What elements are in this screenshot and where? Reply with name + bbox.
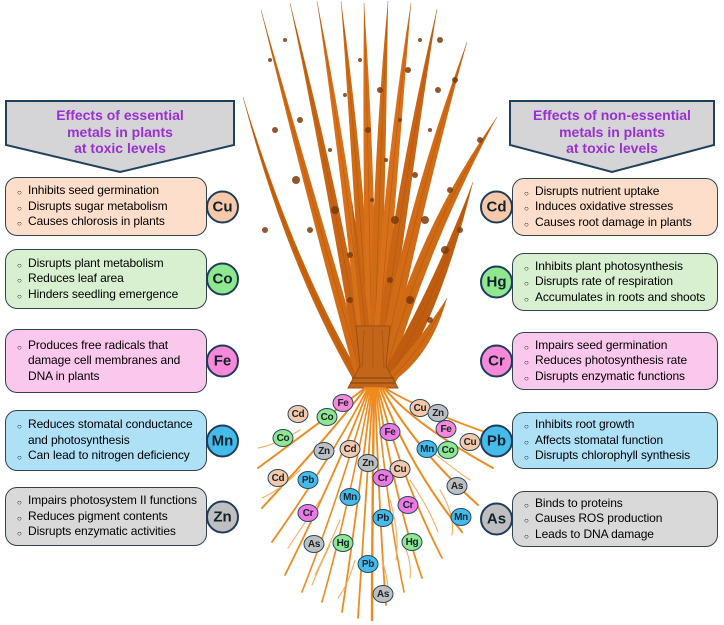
effect-item: Reduces leaf area (17, 271, 203, 288)
banner-shape (509, 100, 715, 174)
effect-item: Affects stomatal function (524, 433, 714, 450)
info-box-as: Binds to proteinsCauses ROS productionLe… (480, 491, 718, 547)
info-box-hg: Inhibits plant photosynthesisDisrupts ra… (480, 253, 718, 311)
root-badge-mn: Mn (416, 440, 438, 458)
metal-badge-pb: Pb (480, 424, 513, 457)
effect-item: Causes chlorosis in plants (17, 214, 203, 231)
root-badge-cr: Cr (397, 496, 419, 514)
effect-item: Induces oxidative stresses (524, 199, 714, 216)
root-badge-co: Co (316, 408, 338, 426)
root-badge-as: As (303, 535, 325, 553)
effect-item: Disrupts enzymatic activities (17, 524, 203, 541)
effects-list: Reduces stomatal conductance and photosy… (17, 417, 203, 465)
effects-list: Binds to proteinsCauses ROS productionLe… (524, 496, 714, 544)
root-badge-mn: Mn (450, 508, 472, 526)
root-badge-zn: Zn (357, 454, 379, 472)
effect-item: Accumulates in roots and shoots (524, 290, 714, 307)
effect-item: Impairs photosystem II functions (17, 493, 203, 510)
root-badge-cd: Cd (287, 405, 309, 423)
root-badge-cr: Cr (372, 469, 394, 487)
metal-badge-mn: Mn (206, 424, 239, 457)
effect-item: Leads to DNA damage (524, 527, 714, 544)
effect-item: Inhibits root growth (524, 417, 714, 434)
effect-item: Disrupts enzymatic functions (524, 369, 714, 386)
effect-item: Inhibits plant photosynthesis (524, 259, 714, 276)
root-badge-mn: Mn (339, 488, 361, 506)
info-box-fe: Produces free radicals that damage cell … (5, 329, 239, 393)
effects-list: Inhibits seed germinationDisrupts sugar … (17, 183, 203, 231)
root-badge-fe: Fe (379, 423, 401, 441)
metal-badge-cr: Cr (480, 344, 513, 378)
banner-line: metals in plants (67, 123, 173, 140)
effects-list: Impairs seed germinationReduces photosyn… (524, 338, 714, 386)
effect-item: Disrupts chlorophyll synthesis (524, 448, 714, 465)
metal-badge-co: Co (206, 262, 239, 296)
root-badge-cu: Cu (459, 433, 481, 451)
effects-list: Disrupts nutrient uptakeInduces oxidativ… (524, 184, 714, 232)
metal-badge-cd: Cd (480, 190, 513, 224)
root-badge-fe: Fe (435, 420, 457, 438)
effect-item: Disrupts rate of respiration (524, 274, 714, 291)
metal-badge-hg: Hg (480, 265, 513, 299)
root-badge-hg: Hg (401, 533, 423, 551)
metal-badge-cu: Cu (206, 190, 239, 223)
banner-line: at toxic levels (74, 140, 166, 156)
root-badge-pb: Pb (357, 555, 379, 573)
metal-badge-as: As (480, 502, 513, 536)
root-badge-pb: Pb (297, 471, 319, 489)
root-badge-hg: Hg (332, 534, 354, 552)
effect-item: Hinders seedling emergence (17, 287, 203, 304)
root-badge-fe: Fe (332, 394, 354, 412)
root-badge-as: As (372, 585, 394, 603)
root-badge-cd: Cd (267, 469, 289, 487)
banner-line: at toxic levels (566, 140, 658, 156)
info-box-co: Disrupts plant metabolismReduces leaf ar… (5, 249, 239, 309)
metal-badge-fe: Fe (206, 344, 239, 378)
info-box-cu: Inhibits seed germinationDisrupts sugar … (5, 177, 239, 236)
effect-item: Produces free radicals that damage cell … (17, 338, 203, 385)
root-badge-cr: Cr (297, 504, 319, 522)
root-badge-zn: Zn (313, 442, 335, 460)
effect-item: Disrupts nutrient uptake (524, 184, 714, 201)
root-badge-pb: Pb (372, 509, 394, 527)
effect-item: Causes root damage in plants (524, 215, 714, 232)
effect-item: Disrupts plant metabolism (17, 256, 203, 273)
banner-shape (5, 100, 235, 174)
info-box-pb: Inhibits root growthAffects stomatal fun… (480, 412, 718, 469)
info-box-cr: Impairs seed germinationReduces photosyn… (480, 332, 718, 390)
banner-line: metals in plants (559, 123, 665, 140)
info-box-mn: Reduces stomatal conductance and photosy… (5, 410, 239, 471)
effects-list: Inhibits plant photosynthesisDisrupts ra… (524, 259, 714, 307)
effect-item: Can lead to nitrogen deficiency (17, 448, 203, 465)
info-box-cd: Disrupts nutrient uptakeInduces oxidativ… (480, 178, 718, 236)
metal-badge-zn: Zn (206, 500, 239, 533)
root-badge-cd: Cd (339, 440, 361, 458)
root-badge-as: As (446, 477, 468, 495)
effect-item: Reduces stomatal conductance and photosy… (17, 417, 203, 448)
effects-list: Disrupts plant metabolismReduces leaf ar… (17, 256, 203, 304)
effect-item: Inhibits seed germination (17, 183, 203, 200)
effect-item: Causes ROS production (524, 511, 714, 528)
effect-item: Impairs seed germination (524, 338, 714, 355)
effects-list: Inhibits root growthAffects stomatal fun… (524, 417, 714, 465)
effect-item: Reduces photosynthesis rate (524, 353, 714, 370)
root-badge-co: Co (437, 441, 459, 459)
banner-line: Effects of essential (56, 107, 184, 123)
effect-item: Binds to proteins (524, 496, 714, 513)
effect-item: Reduces pigment contents (17, 509, 203, 526)
info-box-zn: Impairs photosystem II functionsReduces … (5, 487, 239, 546)
effects-list: Impairs photosystem II functionsReduces … (17, 493, 203, 541)
banner-line: Effects of non-essential (533, 107, 691, 123)
effects-list: Produces free radicals that damage cell … (17, 338, 203, 385)
root-badge-co: Co (272, 429, 294, 447)
effect-item: Disrupts sugar metabolism (17, 199, 203, 216)
